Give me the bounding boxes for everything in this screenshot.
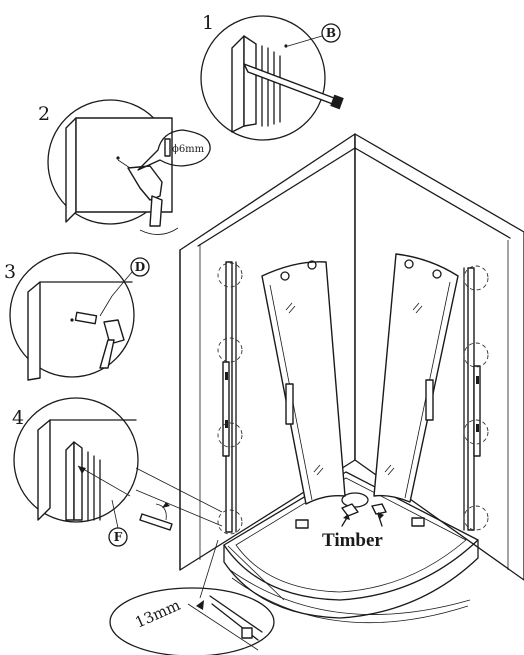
drill-size-label: ϕ6mm [172,144,205,155]
step-3-number: 3 [4,261,16,283]
step-4-detail [13,397,223,531]
part-f-letter: F [114,530,123,544]
part-d-letter: D [135,260,145,274]
shower-tray [223,471,479,624]
detail-13mm-callout [109,539,285,655]
part-b-marker [321,23,341,43]
left-wall-profile [222,261,237,533]
right-wall-profile [463,267,481,531]
timber-supports [341,503,387,527]
timber-label: Timber [322,530,383,551]
step-2-number: 2 [38,103,50,125]
part-d-marker [130,257,150,277]
step-4-number: 4 [12,407,24,429]
gap-dimension-label: 13mm [132,596,183,632]
step-1-number: 1 [202,12,214,34]
right-glass-panel [373,253,459,527]
step-3-detail [9,252,135,381]
fixing-point-markers [217,262,489,535]
drain-waste [341,492,369,508]
step-1-detail [200,15,344,141]
left-glass-panel [261,260,346,529]
part-b-letter: B [326,26,336,40]
step-2-detail [47,99,211,235]
